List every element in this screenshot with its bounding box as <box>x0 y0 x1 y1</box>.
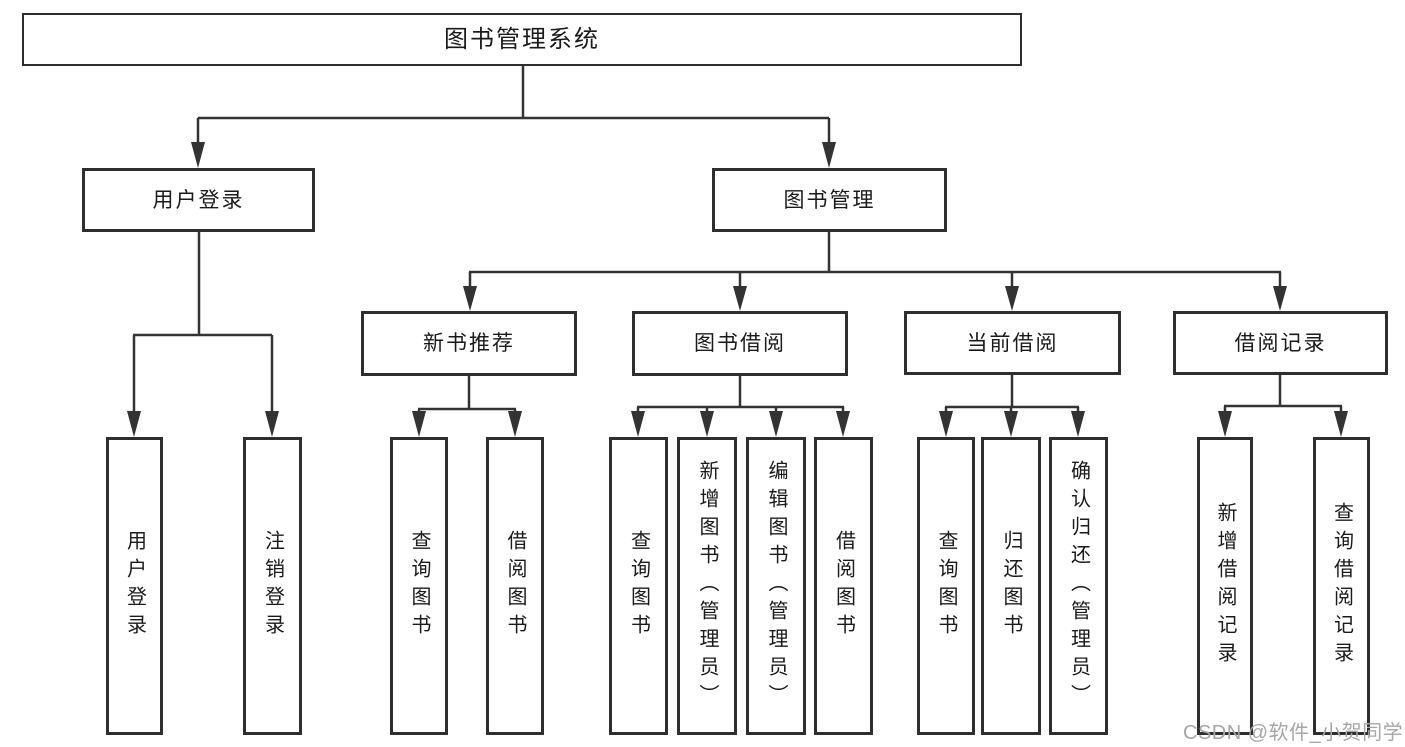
node-library-management-system: 图书管理系统 <box>22 13 1022 66</box>
node-book-borrowing: 图书借阅 <box>632 311 848 376</box>
connector-line <box>468 232 1282 286</box>
connector-line <box>132 232 274 413</box>
arrow-down-icon <box>939 411 953 437</box>
leaf-query-books-recommend: 查询图书 <box>390 437 448 735</box>
leaf-query-borrow-record: 查询借阅记录 <box>1313 437 1370 735</box>
node-book-management: 图书管理 <box>712 168 947 232</box>
connector-line <box>417 376 517 413</box>
node-borrowing-records: 借阅记录 <box>1173 311 1388 375</box>
arrow-down-icon <box>191 142 205 168</box>
leaf-add-borrow-record: 新增借阅记录 <box>1197 437 1253 735</box>
leaf-query-books-current: 查询图书 <box>917 437 975 735</box>
arrow-down-icon <box>1273 286 1287 311</box>
connector-line <box>636 376 845 413</box>
arrow-down-icon <box>836 411 850 437</box>
node-user-login: 用户登录 <box>82 168 315 232</box>
leaf-return-books: 归还图书 <box>981 437 1041 735</box>
arrow-down-icon <box>733 286 747 311</box>
arrow-down-icon <box>1004 411 1018 437</box>
watermark: CSDN @软件_小贺同学 <box>1183 722 1404 744</box>
leaf-borrow-books-recommend: 借阅图书 <box>486 437 544 735</box>
arrow-down-icon <box>265 411 279 437</box>
arrow-down-icon <box>822 142 836 168</box>
leaf-edit-books-admin: 编辑图书（管理员） <box>746 437 806 735</box>
node-new-book-recommendation: 新书推荐 <box>361 311 577 376</box>
connector-line <box>944 375 1080 413</box>
connector-line <box>196 66 831 144</box>
connector-line <box>1223 375 1343 413</box>
arrow-down-icon <box>508 411 522 437</box>
leaf-add-books-admin: 新增图书（管理员） <box>677 437 737 735</box>
leaf-confirm-return-admin: 确认归还（管理员） <box>1049 437 1108 735</box>
leaf-borrow-books: 借阅图书 <box>814 437 873 735</box>
arrow-down-icon <box>631 411 645 437</box>
arrow-down-icon <box>700 411 714 437</box>
node-current-borrowing: 当前借阅 <box>904 311 1121 375</box>
arrow-down-icon <box>1218 411 1232 437</box>
arrow-down-icon <box>1071 411 1085 437</box>
arrow-down-icon <box>1334 411 1348 437</box>
leaf-query-books-borrow: 查询图书 <box>609 437 668 735</box>
arrow-down-icon <box>769 411 783 437</box>
leaf-user-login: 用户登录 <box>106 437 163 735</box>
arrow-down-icon <box>127 411 141 437</box>
arrow-down-icon <box>1005 286 1019 311</box>
arrow-down-icon <box>412 411 426 437</box>
leaf-logout: 注销登录 <box>243 437 302 735</box>
arrow-down-icon <box>463 286 477 311</box>
